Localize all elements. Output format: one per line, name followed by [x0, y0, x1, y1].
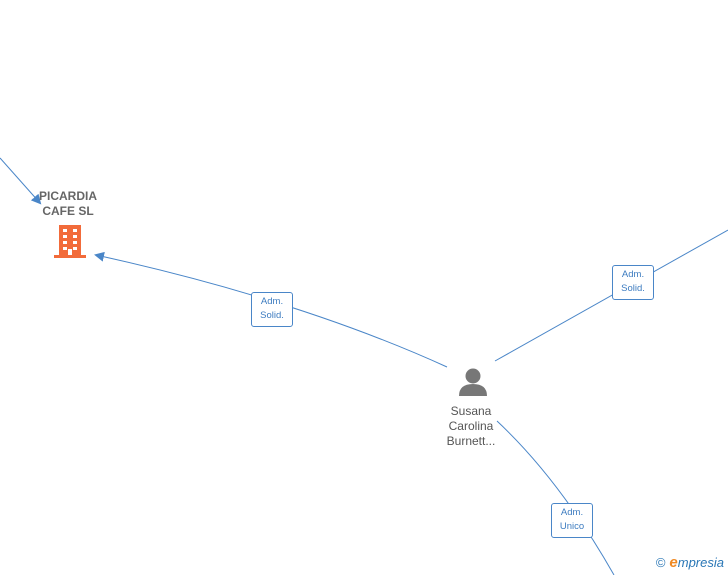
person-node-label[interactable]: Susana Carolina Burnett...	[431, 404, 511, 449]
building-icon[interactable]	[54, 225, 86, 258]
edge-badge-line2: Solid.	[621, 283, 645, 294]
edge-badge-line2: Unico	[559, 521, 585, 532]
edge-badge-line2: Solid.	[260, 310, 284, 321]
person-name-line2: Carolina	[448, 419, 494, 433]
empresia-watermark: ©empresia	[656, 554, 724, 571]
company-name-line2: CAFE SL	[42, 204, 94, 218]
edge-badge-to-upper-right[interactable]: Adm. Solid.	[612, 265, 654, 300]
edge-badge-line1: Adm.	[560, 507, 584, 518]
company-node-label[interactable]: PICARDIA CAFE SL	[28, 189, 108, 219]
edge-badge-to-company[interactable]: Adm. Solid.	[251, 292, 293, 327]
edge-badge-to-lower-right[interactable]: Adm. Unico	[551, 503, 593, 538]
person-icon[interactable]	[459, 368, 487, 397]
company-name-line1: PICARDIA	[38, 189, 97, 203]
edge-line-offscreen-to-company	[0, 157, 42, 205]
person-name-line1: Susana	[450, 404, 492, 418]
edge-badge-line1: Adm.	[621, 269, 645, 280]
edge-line-person-to-lower-right	[496, 420, 615, 575]
brand-rest: mpresia	[677, 555, 724, 570]
person-name-line3: Burnett...	[446, 434, 496, 448]
edge-line-person-to-upper-right	[494, 229, 728, 362]
copyright-symbol: ©	[655, 555, 666, 570]
brand-initial: e	[669, 554, 678, 571]
edge-badge-line1: Adm.	[260, 296, 284, 307]
